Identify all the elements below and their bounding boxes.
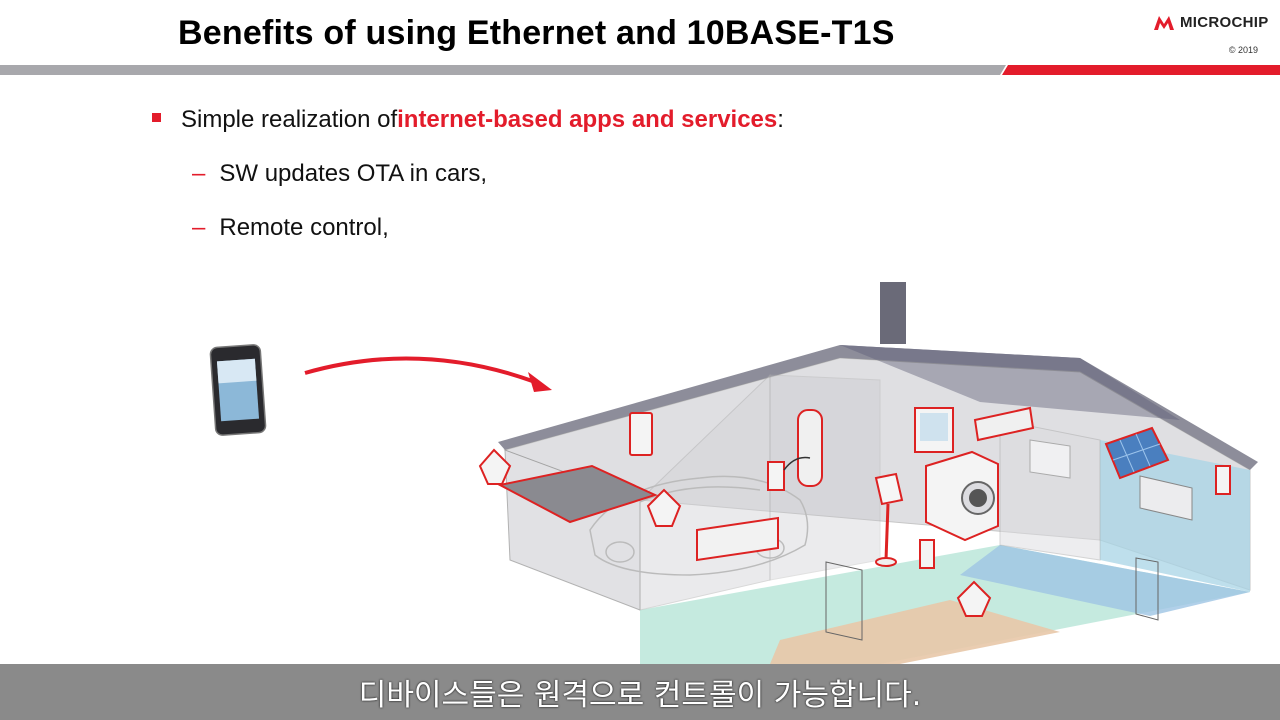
slide-title: Benefits of using Ethernet and 10BASE-T1… bbox=[178, 14, 895, 52]
window bbox=[1029, 439, 1071, 479]
microchip-logo: MICROCHIP bbox=[1152, 12, 1269, 32]
bullet-sub-1: – SW updates OTA in cars, bbox=[192, 158, 784, 190]
wall-switch-device bbox=[1215, 465, 1231, 495]
ac-unit-device bbox=[973, 406, 1035, 442]
tablet-icon bbox=[209, 344, 267, 436]
ceiling-light-icon bbox=[956, 580, 992, 617]
dash-icon: – bbox=[192, 160, 206, 187]
roof bbox=[498, 345, 1258, 470]
boiler-device bbox=[797, 409, 823, 487]
window bbox=[1139, 475, 1193, 521]
ceiling-light-icon bbox=[646, 488, 682, 527]
bullet-main-highlight: internet-based apps and services bbox=[397, 106, 778, 133]
garage-door bbox=[497, 464, 658, 524]
thermostat-device bbox=[629, 412, 653, 456]
door bbox=[1135, 557, 1159, 621]
bullet-main: Simple realization of internet-based app… bbox=[152, 104, 784, 136]
dash-icon: – bbox=[192, 214, 206, 241]
header-divider bbox=[0, 65, 1280, 75]
bullet-sub-2: – Remote control, bbox=[192, 212, 784, 244]
smart-home-illustration bbox=[209, 282, 1258, 664]
wall-switch-device bbox=[919, 539, 935, 569]
sensor-device bbox=[767, 461, 785, 491]
bullet-main-prefix: Simple realization of bbox=[181, 106, 398, 133]
door bbox=[825, 561, 863, 641]
bullet-main-suffix: : bbox=[777, 106, 784, 133]
washing-machine-icon bbox=[925, 450, 999, 542]
ceiling-light-icon bbox=[478, 448, 512, 485]
bullet-sub-2-text: Remote control, bbox=[219, 214, 389, 241]
floor-lamp-icon bbox=[874, 472, 904, 567]
solar-panel-icon bbox=[1104, 426, 1170, 480]
copyright: © 2019 bbox=[1228, 45, 1258, 55]
microchip-logo-icon bbox=[1154, 16, 1174, 30]
heater-device bbox=[696, 516, 779, 562]
caption-bar: 디바이스들은 원격으로 컨트롤이 가능합니다. bbox=[0, 664, 1280, 720]
chimney bbox=[880, 282, 906, 344]
bullet-list: Simple realization of internet-based app… bbox=[152, 104, 784, 244]
bullet-sub-1-text: SW updates OTA in cars, bbox=[219, 160, 488, 187]
bullet-square-icon bbox=[152, 112, 161, 122]
logo-text: MICROCHIP bbox=[1180, 13, 1269, 31]
arrow-icon bbox=[304, 356, 552, 392]
caption-text: 디바이스들은 원격으로 컨트롤이 가능합니다. bbox=[358, 678, 922, 713]
